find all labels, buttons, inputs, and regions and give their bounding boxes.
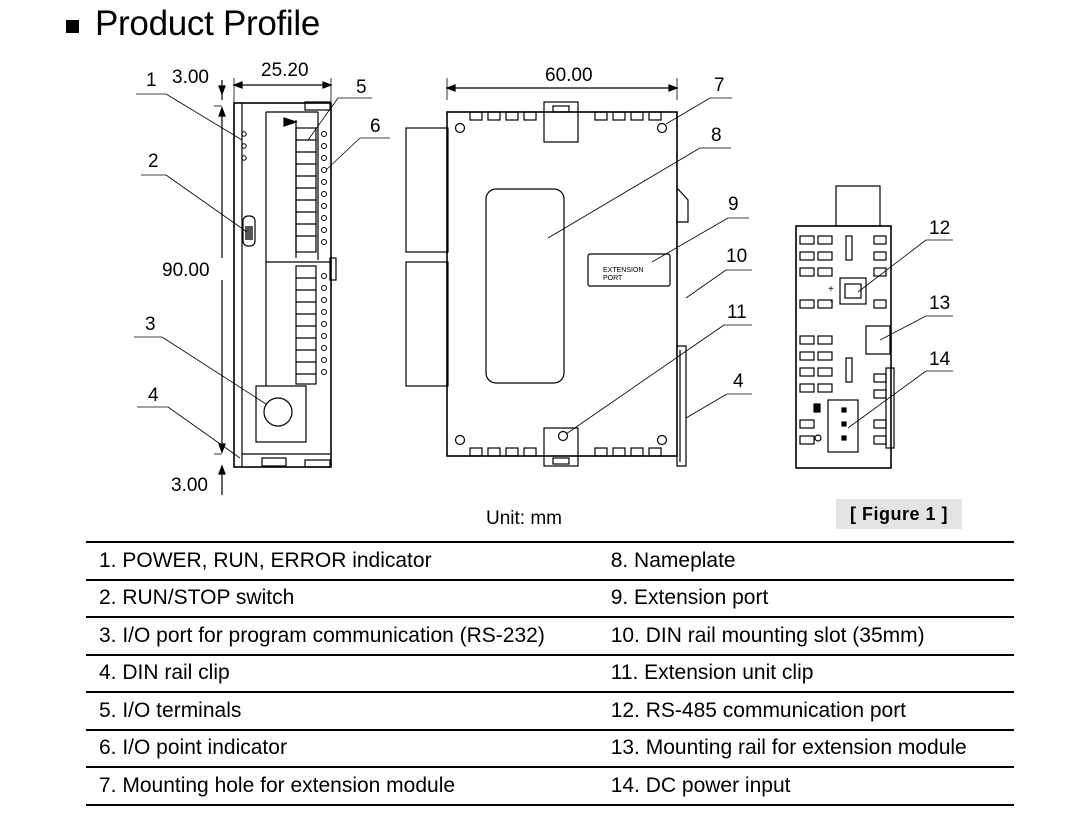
callout-4-din-clip: 4 xyxy=(733,371,744,392)
figure-label: [ Figure 1 ] xyxy=(836,499,962,529)
run-stop-switch xyxy=(242,215,256,247)
table-cell: 10. DIN rail mounting slot (35mm) xyxy=(604,616,1014,655)
callout-3: 3 xyxy=(145,314,156,335)
rs485-port xyxy=(839,277,867,305)
table-cell: 14. DC power input xyxy=(604,766,1014,806)
side-view xyxy=(134,78,390,495)
table-cell: 9. Extension port xyxy=(604,578,1014,617)
rs232-port xyxy=(255,385,307,443)
table-row: 7. Mounting hole for extension module 14… xyxy=(86,766,1014,806)
callout-14: 14 xyxy=(929,349,951,370)
table-cell: 3. I/O port for program communication (R… xyxy=(86,616,605,655)
io-point-indicator-leds xyxy=(321,131,327,375)
extension-port-label: EXTENSION xyxy=(603,267,643,274)
front-bottom-vents xyxy=(469,427,662,467)
extension-port-label: PORT xyxy=(603,275,623,282)
dc-power-input xyxy=(827,399,859,453)
table-row: 6. I/O point indicator 13. Mounting rail… xyxy=(86,728,1014,767)
mounting-hole xyxy=(656,122,668,134)
table-row: 1. POWER, RUN, ERROR indicator 8. Namepl… xyxy=(86,541,1014,580)
page-title-text: Product Profile xyxy=(95,4,321,43)
terminal-block-1 xyxy=(296,139,316,237)
mounting-rail xyxy=(865,325,891,355)
callout-11: 11 xyxy=(727,302,747,323)
nameplate xyxy=(485,188,565,384)
right-side-view: + - xyxy=(795,185,953,469)
table-cell: 13. Mounting rail for extension module xyxy=(604,728,1014,767)
callout-1: 1 xyxy=(146,70,157,91)
product-drawing: EXTENSION PORT xyxy=(134,60,953,496)
table-cell: 8. Nameplate xyxy=(604,541,1014,580)
table-cell: 4. DIN rail clip xyxy=(86,653,605,692)
table-cell: 5. I/O terminals xyxy=(86,691,605,730)
table-row: 3. I/O port for program communication (R… xyxy=(86,616,1014,655)
table-cell: 2. RUN/STOP switch xyxy=(86,578,605,617)
callout-4: 4 xyxy=(148,385,159,406)
dim-height: 90.00 xyxy=(162,260,210,281)
front-view: EXTENSION PORT xyxy=(405,78,752,467)
mounting-hole xyxy=(454,122,466,134)
callout-13: 13 xyxy=(929,293,950,314)
callout-8: 8 xyxy=(711,125,722,146)
dim-bottom-offset: 3.00 xyxy=(171,475,208,496)
unit-label: Unit: mm xyxy=(486,508,562,529)
callout-5: 5 xyxy=(356,77,367,98)
callout-2: 2 xyxy=(148,151,159,172)
table-row: 5. I/O terminals 12. RS-485 communicatio… xyxy=(86,691,1014,730)
table-cell: 6. I/O point indicator xyxy=(86,728,605,767)
parts-table: 1. POWER, RUN, ERROR indicator 8. Namepl… xyxy=(86,541,1014,806)
dim-side-width: 25.20 xyxy=(261,60,309,81)
title-bullet-icon xyxy=(66,19,79,33)
table-cell: 11. Extension unit clip xyxy=(604,653,1014,692)
right-side-vents xyxy=(799,235,887,445)
callout-6: 6 xyxy=(370,116,381,137)
table-cell: 12. RS-485 communication port xyxy=(604,691,1014,730)
mounting-hole xyxy=(656,434,668,446)
callout-10: 10 xyxy=(726,246,747,267)
callout-7: 7 xyxy=(714,75,725,96)
svg-text:+: + xyxy=(828,284,834,295)
callout-12: 12 xyxy=(929,218,950,239)
svg-text:-: - xyxy=(830,296,833,307)
table-cell: 7. Mounting hole for extension module xyxy=(86,766,605,806)
mounting-hole xyxy=(454,434,466,446)
power-run-error-indicator xyxy=(241,131,247,161)
extension-port xyxy=(587,253,671,287)
table-row: 2. RUN/STOP switch 9. Extension port xyxy=(86,578,1014,617)
front-top-vents xyxy=(469,101,662,143)
dim-top-offset: 3.00 xyxy=(172,67,209,88)
terminal-block-2 xyxy=(296,277,316,375)
callout-9: 9 xyxy=(728,194,739,215)
dim-front-width: 60.00 xyxy=(545,65,593,86)
page-title: Product Profile xyxy=(66,2,320,46)
table-cell: 1. POWER, RUN, ERROR indicator xyxy=(86,541,605,580)
table-row: 4. DIN rail clip 11. Extension unit clip xyxy=(86,653,1014,692)
